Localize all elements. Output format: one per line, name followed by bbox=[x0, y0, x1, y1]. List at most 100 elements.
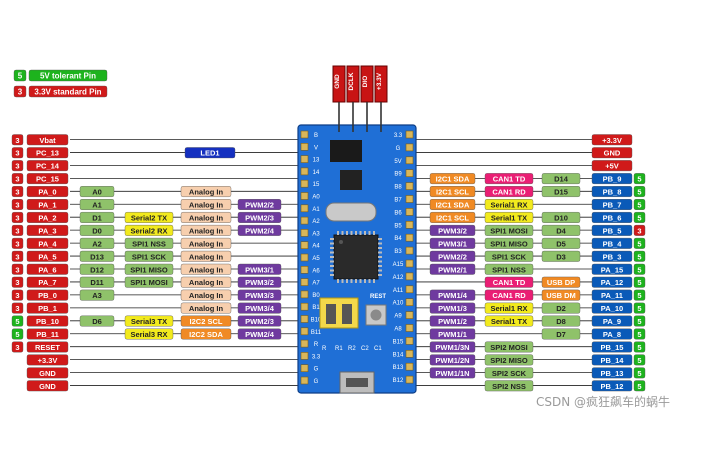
right-silk-label: B3 bbox=[394, 249, 402, 255]
pin-+5v-box bbox=[591, 160, 633, 172]
left-silk-label: 3.3 bbox=[312, 354, 321, 360]
func-label: I2C1 SDA bbox=[429, 173, 476, 185]
left-pin-hole bbox=[300, 253, 309, 262]
func-label-box bbox=[237, 328, 282, 340]
right-silk-label: G bbox=[396, 146, 401, 152]
left-pin-hole bbox=[300, 155, 309, 163]
func-label-box bbox=[79, 199, 115, 210]
voltage-badge: 5 bbox=[633, 199, 646, 210]
right-silk-label: 3.3 bbox=[394, 133, 403, 139]
func-label-box bbox=[484, 199, 534, 210]
voltage-badge: 5 bbox=[633, 289, 646, 301]
voltage-badge: 3 bbox=[11, 160, 24, 172]
voltage-badge: 5 bbox=[11, 328, 24, 340]
mcu-lead bbox=[337, 279, 339, 283]
mcu-lead bbox=[330, 265, 334, 267]
voltage-badge-text: 3 bbox=[15, 291, 19, 300]
mcu-lead bbox=[330, 242, 334, 245]
func-label-box bbox=[79, 186, 115, 198]
func-label-text: I2C2 SCL bbox=[190, 317, 223, 326]
right-pin-hole bbox=[405, 375, 414, 384]
mcu-lead bbox=[341, 279, 344, 283]
func-label: D8 bbox=[541, 315, 581, 327]
voltage-badge-box bbox=[633, 328, 646, 340]
left-pin-hole bbox=[300, 278, 309, 286]
func-label-text: PWM1/1 bbox=[438, 330, 467, 339]
func-label: Serial2 RX bbox=[124, 224, 174, 236]
pin-pb_6: PB_6 bbox=[591, 211, 633, 223]
func-label: I2C2 SDA bbox=[180, 328, 232, 340]
voltage-badge-box bbox=[633, 237, 646, 249]
func-label: D0 bbox=[79, 224, 115, 236]
pin-pa_8-text: PA_8 bbox=[603, 330, 621, 339]
left-silk-label: A3 bbox=[312, 231, 320, 237]
pin-pa_2: PA_2 bbox=[26, 211, 69, 223]
voltage-badge-box bbox=[633, 173, 646, 185]
right-pin-hole bbox=[405, 362, 414, 371]
func-label-text: PWM1/4 bbox=[438, 291, 468, 300]
voltage-badge: 3 bbox=[11, 211, 24, 223]
silk-ref: C2 bbox=[361, 346, 369, 352]
pin-+5v-text: +5V bbox=[605, 162, 619, 171]
func-label-text: Serial1 RX bbox=[490, 304, 527, 313]
mcu-lead bbox=[378, 256, 382, 258]
func-label-box bbox=[180, 199, 232, 210]
voltage-badge: 5 bbox=[633, 328, 646, 340]
func-label-text: Serial1 RX bbox=[490, 201, 527, 210]
func-label-text: PWM1/1N bbox=[435, 369, 469, 378]
mcu-lead bbox=[378, 238, 382, 240]
func-label: D12 bbox=[79, 263, 115, 275]
pin-pa_7-text: PA_7 bbox=[38, 278, 56, 287]
voltage-badge-box bbox=[633, 250, 646, 262]
func-label-box bbox=[237, 302, 282, 314]
voltage-badge-text: 3 bbox=[15, 343, 19, 352]
voltage-badge-box bbox=[11, 186, 24, 198]
voltage-badge-box bbox=[11, 173, 24, 185]
right-pin-hole bbox=[405, 285, 414, 294]
legend-badge-3-box bbox=[13, 85, 27, 98]
pin-pb_1: PB_1 bbox=[26, 302, 69, 314]
func-label: I2C2 SCL bbox=[180, 315, 232, 327]
pin-gnd: GND bbox=[26, 380, 69, 392]
pin-pb_13-text: PB_13 bbox=[601, 369, 624, 378]
func-label: A3 bbox=[79, 289, 115, 301]
func-label: I2C1 SDA bbox=[429, 199, 476, 210]
func-label-text: PWM3/2 bbox=[438, 226, 467, 235]
func-label: Serial1 TX bbox=[484, 315, 534, 327]
func-label-text: PWM2/2 bbox=[245, 201, 274, 210]
func-label-text: D0 bbox=[92, 226, 102, 235]
func-label-box bbox=[180, 328, 232, 340]
right-pin-hole bbox=[405, 130, 414, 139]
func-label-text: PWM3/2 bbox=[245, 278, 274, 287]
func-label: SPI1 MISO bbox=[484, 237, 534, 249]
voltage-badge-text: 3 bbox=[15, 213, 19, 222]
func-label-text: Analog In bbox=[189, 252, 224, 261]
pin-pb_11: PB_11 bbox=[26, 328, 69, 340]
voltage-badge: 5 bbox=[633, 367, 646, 379]
left-silk-label: 14 bbox=[313, 170, 320, 176]
voltage-badge-text: 5 bbox=[637, 175, 641, 184]
left-pin-hole bbox=[300, 241, 309, 249]
right-silk-label: B5 bbox=[394, 223, 402, 229]
right-silk-label: B13 bbox=[393, 365, 404, 371]
pin-pb_5-box bbox=[591, 224, 633, 236]
right-silk-label: A15 bbox=[393, 262, 404, 268]
func-label-box bbox=[124, 315, 174, 327]
pin-pc_14: PC_14 bbox=[26, 160, 69, 172]
voltage-badge-text: 5 bbox=[637, 356, 641, 365]
pin-+3.3v-box bbox=[591, 134, 633, 146]
func-label-box bbox=[237, 289, 282, 301]
voltage-badge-text: 5 bbox=[637, 291, 641, 300]
mcu-lead bbox=[330, 269, 334, 272]
func-label: A0 bbox=[79, 186, 115, 198]
func-label-text: D5 bbox=[556, 239, 566, 248]
func-label-box bbox=[484, 354, 534, 366]
voltage-badge-box bbox=[11, 263, 24, 275]
func-label-box bbox=[429, 302, 476, 314]
voltage-badge: 5 bbox=[633, 315, 646, 327]
pin-pb_4-text: PB_4 bbox=[603, 239, 623, 248]
left-pin-hole bbox=[300, 130, 309, 139]
pin-pb_8-box bbox=[591, 186, 633, 198]
pin-pa_6-box bbox=[26, 263, 69, 275]
